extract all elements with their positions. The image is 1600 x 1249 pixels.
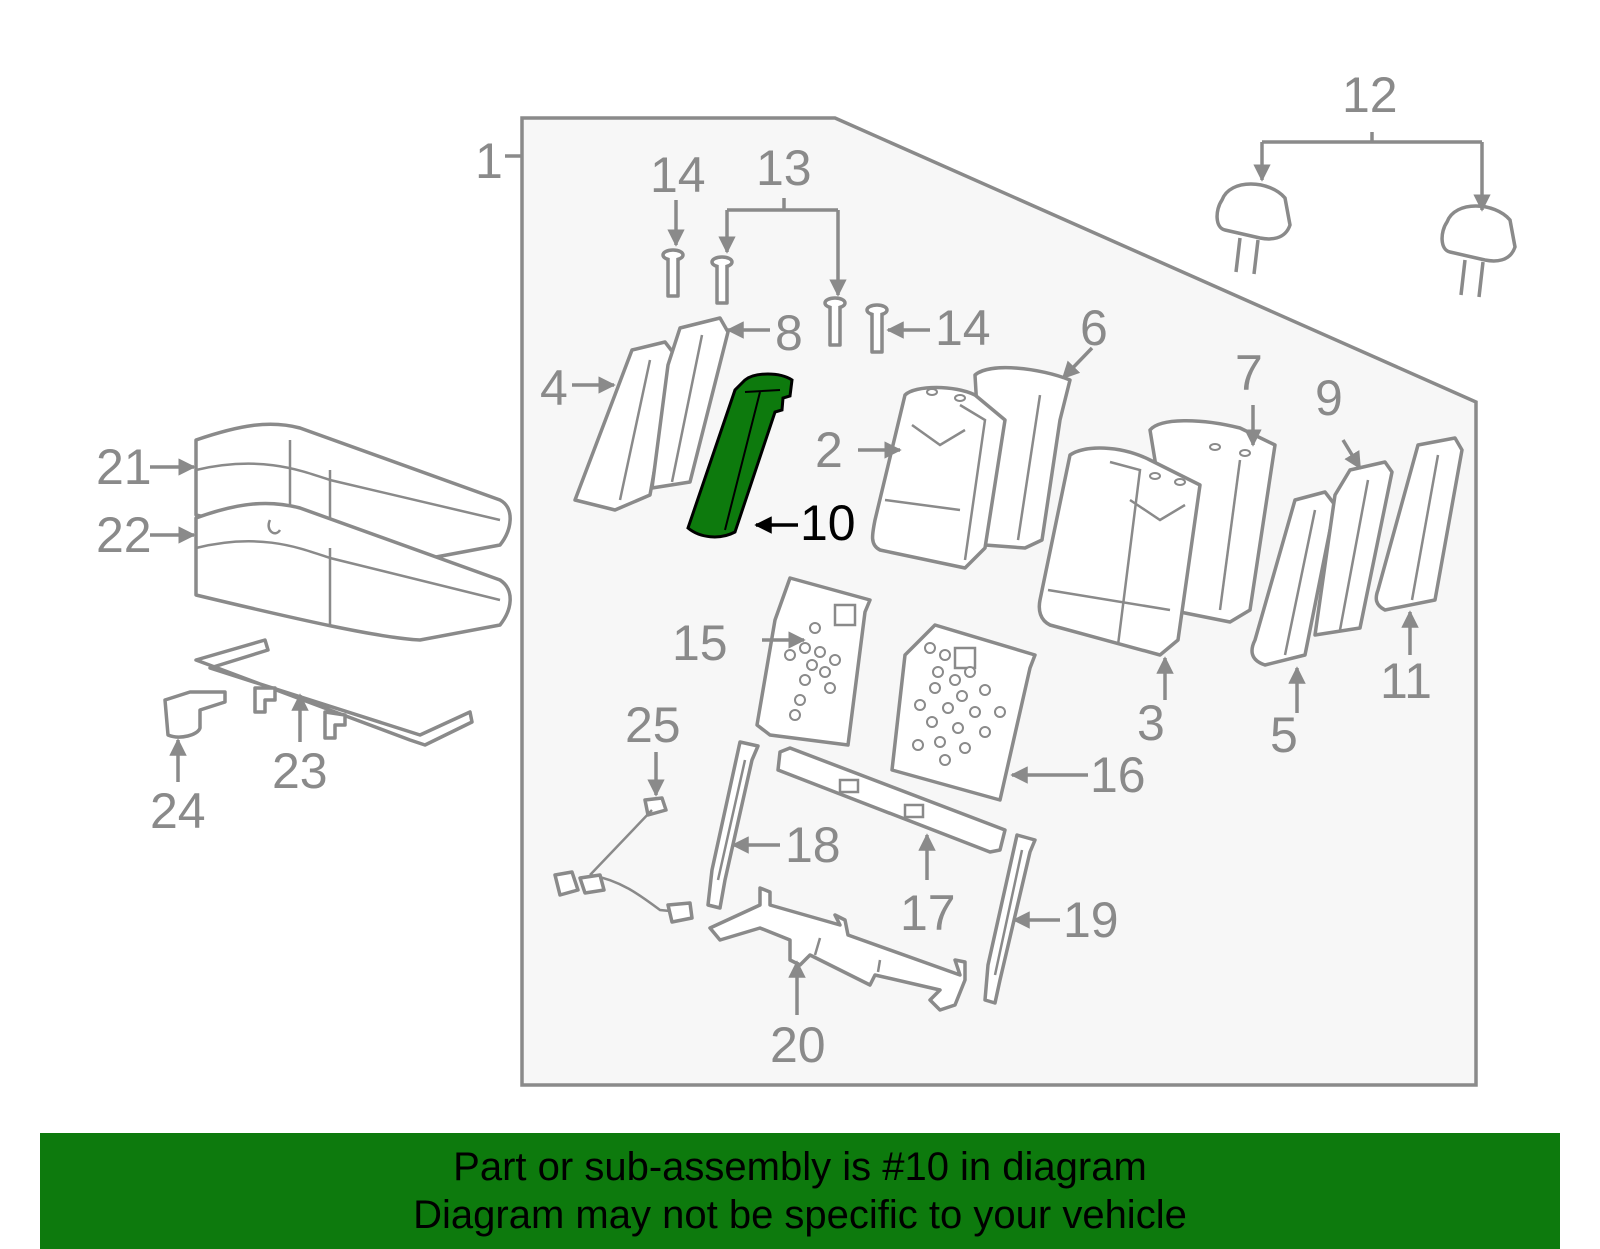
bolt-14-left — [661, 248, 685, 298]
bar-17 — [776, 746, 1007, 854]
callout-12: 12 — [1342, 67, 1398, 123]
banner-line-2: Diagram may not be specific to your vehi… — [413, 1193, 1187, 1237]
callout-11: 11 — [1380, 653, 1432, 709]
bolster-4 — [573, 340, 677, 512]
bolt-14-right — [865, 303, 889, 354]
seatback-3 — [1037, 446, 1202, 657]
callout-14-left: 14 — [650, 147, 706, 203]
bolster-9 — [1313, 460, 1394, 637]
info-banner: Part or sub-assembly is #10 in diagram D… — [40, 1133, 1560, 1249]
callout-8: 8 — [775, 305, 803, 361]
callout-17: 17 — [900, 885, 956, 941]
callout-22: 22 — [96, 507, 152, 563]
seat-cushion-22 — [194, 501, 512, 642]
callout-13: 13 — [756, 140, 812, 196]
callout-10: 10 — [800, 495, 856, 551]
bracket-19 — [983, 833, 1037, 1005]
highlighted-part-10 — [686, 372, 794, 539]
callout-7: 7 — [1235, 345, 1263, 401]
callout-2: 2 — [815, 422, 843, 478]
seat-bracket-23 — [194, 638, 474, 747]
callout-25: 25 — [625, 697, 681, 753]
callout-21: 21 — [96, 439, 152, 495]
callout-9: 9 — [1315, 370, 1343, 426]
callout-18: 18 — [785, 817, 841, 873]
callout-24: 24 — [150, 783, 206, 839]
bolster-11 — [1374, 436, 1464, 612]
wire-harness-25 — [553, 796, 694, 924]
callout-5: 5 — [1270, 707, 1298, 763]
callout-6: 6 — [1080, 300, 1108, 356]
banner-line-1: Part or sub-assembly is #10 in diagram — [453, 1145, 1147, 1189]
callout-14-right: 14 — [935, 300, 991, 356]
callout-23: 23 — [272, 743, 328, 799]
callout-3: 3 — [1137, 695, 1165, 751]
callout-20: 20 — [770, 1017, 826, 1073]
bolster-5 — [1250, 490, 1337, 667]
callout-1: 1 — [475, 133, 503, 189]
headrest-12-left — [1215, 182, 1292, 275]
callout-19: 19 — [1063, 892, 1119, 948]
bracket-18 — [706, 740, 760, 910]
callout-16: 16 — [1090, 747, 1146, 803]
seatback-2 — [870, 385, 1007, 570]
headrest-12-right — [1440, 204, 1517, 298]
panel-15 — [755, 576, 872, 747]
bracket-24 — [163, 690, 227, 739]
bolt-13-left — [710, 255, 734, 305]
bolster-8 — [650, 316, 730, 490]
panel-16 — [890, 623, 1037, 802]
bolt-13-right — [823, 296, 847, 347]
callout-4: 4 — [540, 360, 568, 416]
parts-diagram: 1 2 3 4 5 6 7 8 9 10 11 12 13 14 14 15 1… — [96, 67, 1517, 1087]
callout-15: 15 — [672, 615, 728, 671]
